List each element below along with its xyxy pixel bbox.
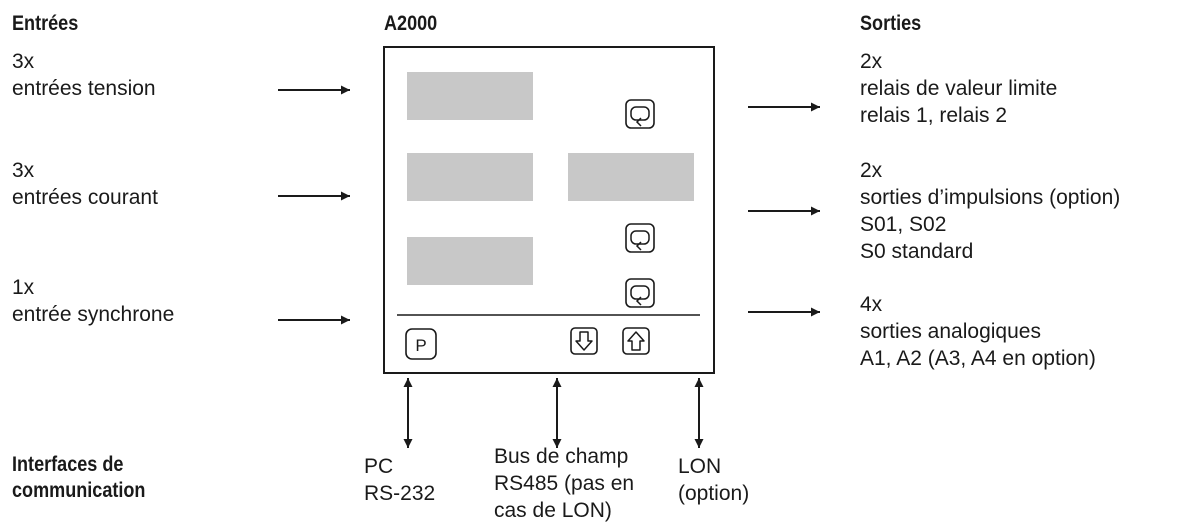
output-pulses-desc: sorties d’impulsions (option) bbox=[860, 186, 1121, 209]
input-voltage-count: 3x bbox=[12, 50, 35, 73]
input-current-count: 3x bbox=[12, 159, 35, 182]
cycle-icon bbox=[630, 106, 650, 127]
output-analog-label: 4x sorties analogiques A1, A2 (A3, A4 en… bbox=[860, 291, 1096, 372]
outputs-heading: Sorties bbox=[860, 12, 922, 35]
interface-pc-label: PC RS-232 bbox=[364, 453, 435, 507]
output-relays-detail: relais 1, relais 2 bbox=[860, 104, 1008, 127]
interface-fieldbus-label: Bus de champ RS485 (pas en cas de LON) bbox=[494, 443, 634, 524]
output-pulses-count: 2x bbox=[860, 159, 883, 182]
input-sync-desc: entrée synchrone bbox=[12, 303, 175, 326]
output-pulses-label: 2x sorties d’impulsions (option) S01, S0… bbox=[860, 157, 1120, 265]
display-field-1 bbox=[407, 72, 533, 120]
input-sync-count: 1x bbox=[12, 276, 35, 299]
output-analog-desc: sorties analogiques bbox=[860, 320, 1041, 343]
up-key[interactable] bbox=[622, 327, 650, 355]
cycle-key-2[interactable] bbox=[625, 223, 655, 253]
input-sync-label: 1x entrée synchrone bbox=[12, 274, 174, 328]
input-current-desc: entrées courant bbox=[12, 186, 158, 209]
output-pulses-detail: S01, S02 bbox=[860, 213, 947, 236]
cycle-icon bbox=[630, 230, 650, 251]
output-relays-count: 2x bbox=[860, 50, 883, 73]
interfaces-heading: Interfaces de communication bbox=[12, 452, 145, 504]
cycle-key-3[interactable] bbox=[625, 278, 655, 308]
device-heading: A2000 bbox=[384, 12, 438, 35]
input-current-label: 3x entrées courant bbox=[12, 157, 158, 211]
display-field-2 bbox=[407, 153, 533, 201]
output-analog-count: 4x bbox=[860, 293, 883, 316]
interface-lon-detail: (option) bbox=[678, 482, 750, 505]
inputs-heading: Entrées bbox=[12, 12, 79, 35]
display-field-3 bbox=[407, 237, 533, 285]
interface-fieldbus-detail: RS485 (pas en bbox=[494, 472, 635, 495]
arrow-down-icon bbox=[575, 331, 593, 351]
interfaces-heading-line-2: communication bbox=[12, 479, 146, 502]
interface-fieldbus-note: cas de LON) bbox=[494, 499, 612, 522]
input-voltage-label: 3x entrées tension bbox=[12, 48, 156, 102]
program-key-label: P bbox=[415, 336, 426, 355]
down-key[interactable] bbox=[570, 327, 598, 355]
output-relays-desc: relais de valeur limite bbox=[860, 77, 1058, 100]
display-field-4 bbox=[568, 153, 694, 201]
arrow-up-icon bbox=[627, 331, 645, 351]
interface-pc-detail: RS-232 bbox=[364, 482, 436, 505]
interface-lon-label: LON (option) bbox=[678, 453, 749, 507]
program-key[interactable]: P bbox=[405, 328, 437, 360]
interfaces-heading-line-1: Interfaces de bbox=[12, 453, 124, 476]
cycle-key-1[interactable] bbox=[625, 99, 655, 129]
cycle-icon bbox=[630, 285, 650, 306]
interface-pc-name: PC bbox=[364, 455, 394, 478]
interface-fieldbus-name: Bus de champ bbox=[494, 445, 629, 468]
output-analog-detail: A1, A2 (A3, A4 en option) bbox=[860, 347, 1096, 370]
input-voltage-desc: entrées tension bbox=[12, 77, 156, 100]
output-pulses-standard: S0 standard bbox=[860, 240, 974, 263]
output-relays-label: 2x relais de valeur limite relais 1, rel… bbox=[860, 48, 1057, 129]
interface-lon-name: LON bbox=[678, 455, 722, 478]
